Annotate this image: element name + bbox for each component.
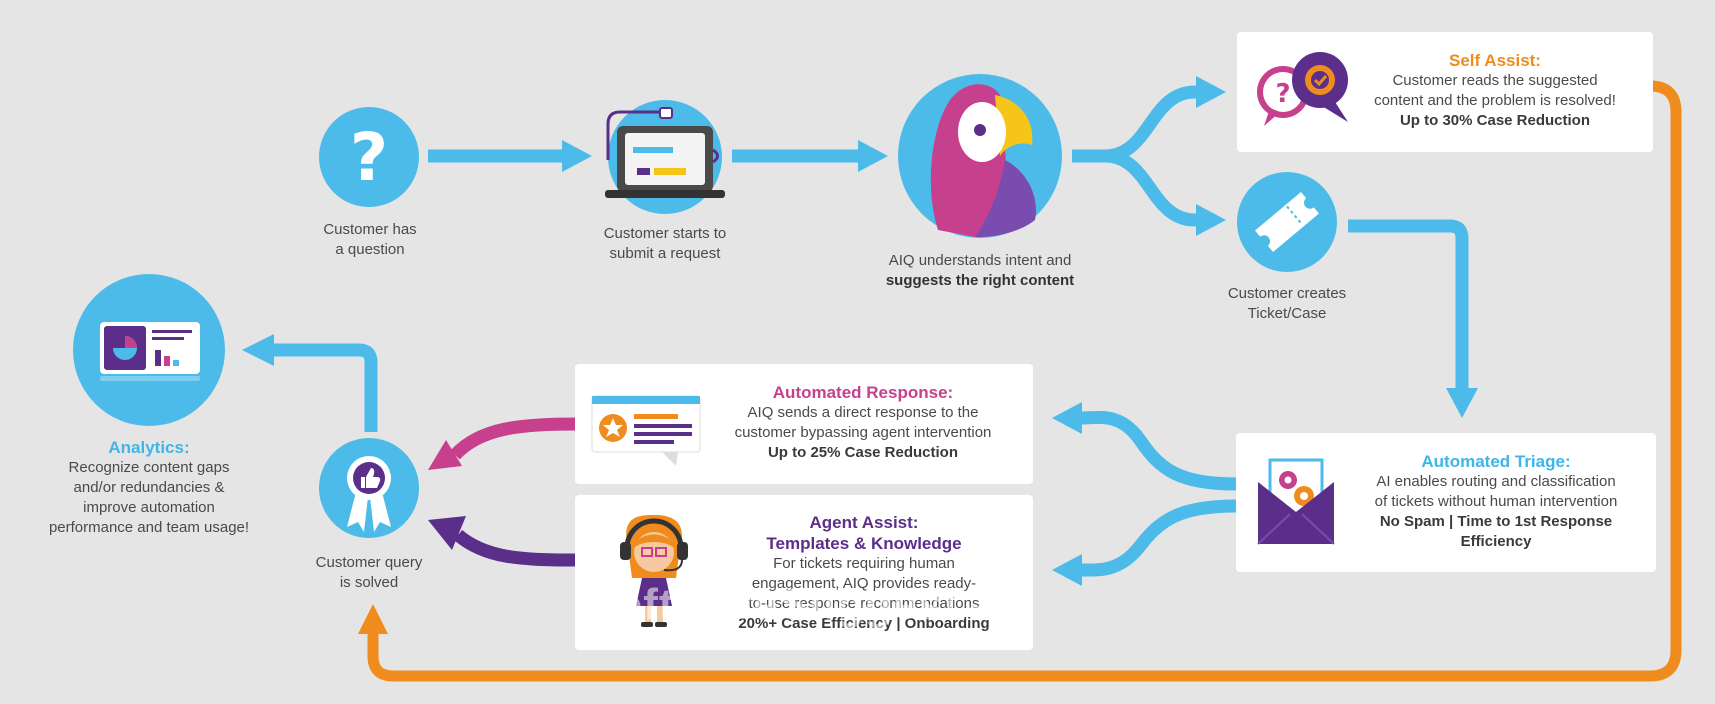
ticket-icon <box>1237 172 1337 272</box>
award-thumbs-up-icon <box>319 438 419 538</box>
agent-assist-text: Agent Assist: Templates & Knowledge For … <box>712 512 1016 634</box>
arrowhead-solved-orange <box>358 604 388 634</box>
arrow-response-to-solved <box>450 417 576 460</box>
question-mark-icon: ? <box>319 107 419 207</box>
automated-triage-title: Automated Triage: <box>1421 452 1571 471</box>
dashboard-chart-icon <box>73 274 225 426</box>
laptop-form-icon <box>605 100 725 214</box>
svg-text:?: ? <box>350 119 388 196</box>
envelope-gears-icon <box>1257 458 1335 545</box>
arrowhead-aiq <box>858 140 888 172</box>
headset-agent-icon <box>620 515 688 627</box>
automated-triage-text: Automated Triage: AI enables routing and… <box>1345 451 1647 552</box>
aiq-label: AIQ understands intent and suggests the … <box>885 252 1075 289</box>
automated-response-card <box>575 364 1033 484</box>
arrow-triage-to-agent <box>1079 499 1237 577</box>
arrow-aiq-to-ticket <box>1104 149 1200 227</box>
svg-text:?: ? <box>1275 79 1290 109</box>
arrow-solved-to-analytics <box>270 343 378 432</box>
arrowhead-solved-purple <box>428 516 466 550</box>
analytics-title: Analytics: <box>108 438 190 457</box>
automated-response-title: Automated Response: <box>772 383 954 402</box>
automated-triage-card <box>1236 433 1656 572</box>
arrow-self-assist-loop <box>367 80 1682 682</box>
chat-star-icon <box>591 395 701 466</box>
arrowhead-submit <box>562 140 592 172</box>
arrowhead-analytics <box>242 334 274 366</box>
solved-label: Customer query is solved <box>315 554 423 591</box>
parrot-icon <box>898 74 1062 238</box>
connectors <box>242 76 1682 682</box>
agent-assist-subtitle: Templates & Knowledge <box>766 534 962 553</box>
arrow-triage-to-response <box>1079 410 1237 491</box>
arrow-ticket-to-triage <box>1348 219 1469 392</box>
submit-label: Customer starts to submit a request <box>603 225 727 262</box>
agent-assist-card <box>575 495 1033 650</box>
automated-response-text: Automated Response: AIQ sends a direct r… <box>705 382 1021 463</box>
arrowhead-response <box>1052 402 1082 434</box>
analytics-label: Analytics: Recognize content gaps and/or… <box>24 438 274 538</box>
self-assist-text: Self Assist: Customer reads the suggeste… <box>1350 50 1640 131</box>
question-label: Customer has a question <box>323 221 417 258</box>
arrow-aiq-to-self-assist <box>1072 85 1200 163</box>
ticket-label: Customer creates Ticket/Case <box>1227 285 1347 322</box>
arrowhead-ticket <box>1196 204 1226 236</box>
question-gear-bubbles-icon: ? <box>1257 52 1348 126</box>
self-assist-title: Self Assist: <box>1449 51 1541 70</box>
arrowhead-self-assist <box>1196 76 1226 108</box>
arrow-agent-to-solved <box>453 529 576 567</box>
watermark: SoftwareSuggest.com <box>585 580 1025 629</box>
arrowhead-triage <box>1446 388 1478 418</box>
arrowhead-agent <box>1052 554 1082 586</box>
agent-assist-title: Agent Assist: <box>809 513 919 532</box>
arrowhead-solved-pink <box>428 440 462 470</box>
